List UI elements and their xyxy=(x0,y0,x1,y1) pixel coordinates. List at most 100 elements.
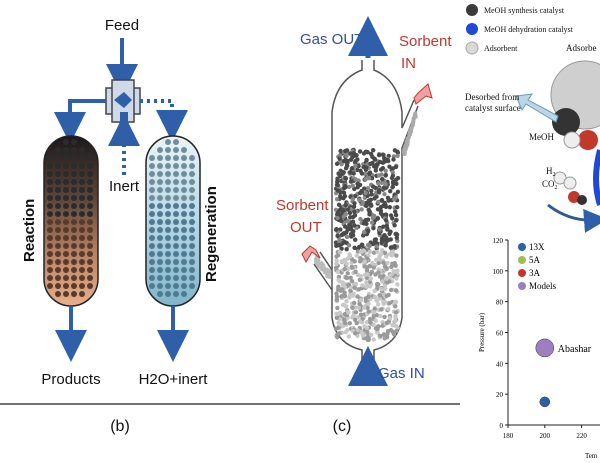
particle xyxy=(173,219,179,225)
packing-particle xyxy=(352,259,357,264)
particle xyxy=(47,155,53,161)
particle xyxy=(181,155,187,161)
particle xyxy=(47,179,53,185)
particle xyxy=(165,163,171,169)
dehydration-catalyst-legend-icon xyxy=(466,23,478,35)
particle xyxy=(189,227,195,233)
packing-particle xyxy=(355,294,360,299)
packing-particle xyxy=(379,286,384,292)
molecule-illustration xyxy=(547,60,600,233)
particle xyxy=(79,251,85,257)
particle xyxy=(173,259,179,265)
particle xyxy=(55,267,61,273)
particle xyxy=(165,211,171,217)
packing-particle xyxy=(393,310,399,315)
packing-particle xyxy=(393,164,399,170)
particle xyxy=(55,195,61,201)
legend-adsorbent: Adsorbent xyxy=(484,44,518,53)
packing-particle xyxy=(343,184,348,190)
particle xyxy=(181,275,187,281)
packing-particle xyxy=(391,332,397,337)
switching-valve-icon xyxy=(105,79,141,123)
particle xyxy=(63,275,69,281)
packing-particle xyxy=(352,285,357,290)
packing-particle xyxy=(347,321,352,326)
packing-particle xyxy=(383,243,388,248)
particle xyxy=(87,155,93,161)
point-label: Abashar xyxy=(558,344,592,355)
packing-particle xyxy=(378,211,384,216)
x-tick-label: 180 xyxy=(503,432,514,440)
particle xyxy=(181,227,187,233)
packing-particle xyxy=(366,294,371,299)
packing-particle xyxy=(387,205,392,210)
packing-particle xyxy=(359,207,364,212)
particle xyxy=(181,219,187,225)
packing-particle xyxy=(405,137,410,142)
packing-particle xyxy=(314,256,319,261)
particle xyxy=(71,227,77,233)
packing-particle xyxy=(393,209,398,214)
particle xyxy=(157,203,163,209)
sorbent-out-label-2: OUT xyxy=(290,219,322,236)
packing-particle xyxy=(353,310,359,315)
particle xyxy=(55,219,61,225)
packing-particle xyxy=(368,197,373,202)
particle xyxy=(71,219,77,225)
particle xyxy=(181,235,187,241)
particle xyxy=(189,243,195,249)
packing-particle xyxy=(350,232,355,237)
particle xyxy=(173,227,179,233)
packing-particle xyxy=(387,279,392,284)
packing-particle xyxy=(393,212,399,218)
packing-particle xyxy=(381,260,386,265)
packing-particle xyxy=(390,323,395,328)
packing-particle xyxy=(404,144,408,149)
x-tick-label: 200 xyxy=(540,432,551,440)
packing-particle xyxy=(393,315,398,320)
sorbent-out-label-1: Sorbent xyxy=(276,197,329,214)
packing-particle xyxy=(395,153,400,158)
particle xyxy=(157,147,163,153)
particle xyxy=(79,291,85,297)
particle xyxy=(47,275,53,281)
particle xyxy=(79,243,85,249)
packing-particle xyxy=(378,333,383,339)
y-tick-label: 120 xyxy=(493,237,504,245)
packing-particle xyxy=(383,218,389,223)
packing-particle xyxy=(372,288,377,294)
particle xyxy=(63,259,69,265)
packing-particle xyxy=(356,163,361,169)
particle xyxy=(55,179,61,185)
legend-label: 3A xyxy=(529,268,541,278)
particle xyxy=(173,243,179,249)
packing-particle xyxy=(393,304,398,309)
packing-particle xyxy=(334,261,339,266)
particle xyxy=(71,163,77,169)
packing-particle xyxy=(335,305,340,311)
particle xyxy=(87,219,93,225)
packing-particle xyxy=(383,182,388,187)
particle xyxy=(87,259,93,265)
particle xyxy=(87,187,93,193)
packing-particle xyxy=(369,220,375,225)
packing-particle xyxy=(374,298,379,303)
packing-particle xyxy=(339,294,344,299)
caption-b: (b) xyxy=(110,418,130,435)
packing-particle xyxy=(383,204,389,209)
sorbent-in-arrow xyxy=(413,83,433,105)
packing-particle xyxy=(376,302,381,307)
packing-particle xyxy=(333,326,339,331)
packing-particle xyxy=(343,211,348,217)
particle xyxy=(157,283,163,289)
packing-particle xyxy=(334,197,340,202)
packing-particle xyxy=(382,250,388,255)
packing-particle xyxy=(358,168,363,173)
particle xyxy=(71,291,77,297)
packing-particle xyxy=(386,292,391,298)
legend-marker xyxy=(518,269,526,277)
packing-particle xyxy=(363,190,368,196)
particle xyxy=(165,243,171,249)
packing-particle xyxy=(389,264,394,269)
packing-particle xyxy=(349,279,355,284)
